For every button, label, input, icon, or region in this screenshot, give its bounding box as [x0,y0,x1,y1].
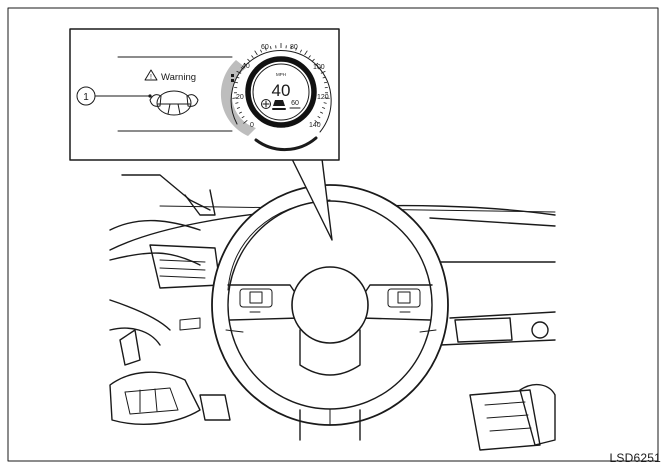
dial-tick-120: 120 [317,94,329,101]
set-speed-value: 60 [291,100,299,107]
window-switch-dividers [140,389,157,412]
speed-value: 40 [272,81,291,100]
callout-number: 1 [83,92,89,103]
dial-tick-40: 40 [242,63,250,70]
console-knob [532,322,548,338]
door-panel-line [110,300,170,330]
dial-tick-140: 140 [309,122,321,129]
gauge-indicator-mark-2 [231,79,234,82]
door-handle [120,330,140,365]
left-vent-slats [160,260,205,278]
dial-tick-80: 80 [290,44,298,51]
left-switch-block [180,318,200,330]
inset-panel: ! Warning 1 MPH 40 [70,29,339,160]
callout-leader-dot [148,94,151,97]
window-switches [125,388,178,414]
window-switch-panel [110,372,200,424]
dashboard-scene [110,175,555,450]
dial-tick-20: 20 [236,94,244,101]
a-pillar-top [110,221,200,230]
speed-unit: MPH [276,72,286,77]
door-top [110,253,200,265]
mirror-mount [185,190,215,215]
left-vent-housing [150,245,220,288]
dash-right-lower [450,312,555,318]
pedal-area [200,395,230,420]
gauge-indicator-mark-1 [231,74,234,77]
car-icon [273,100,285,106]
warning-label: Warning [161,72,196,83]
warning-exclamation: ! [150,74,152,81]
a-pillar [122,175,210,210]
center-console-switches [470,390,540,450]
dash-right-top [430,218,555,226]
dial-tick-0: 0 [250,122,254,129]
console-slot [455,318,512,342]
dial-tick-100: 100 [313,64,325,71]
figure-code: LSD6251 [610,451,661,465]
steering-hub [292,267,368,343]
dial-tick-60: 60 [261,44,269,51]
